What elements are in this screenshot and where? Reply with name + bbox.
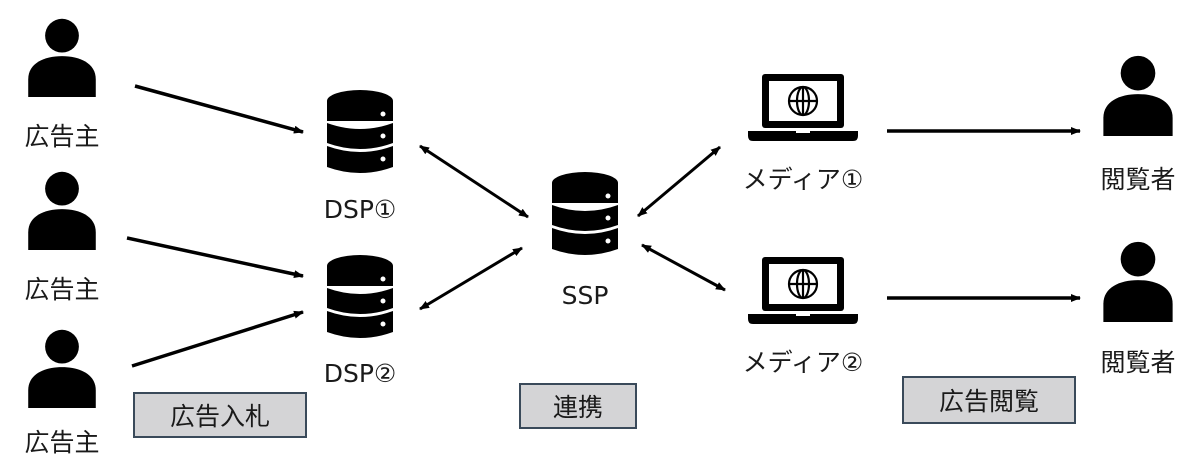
dsp-2-label: DSP② <box>323 359 397 388</box>
stage-box-viewing: 広告閲覧 <box>902 376 1076 424</box>
arrow-dsp2-ssp <box>419 246 523 311</box>
viewer-1-label: 閲覧者 <box>1100 165 1176 194</box>
stage-box-linkage-label: 連携 <box>552 393 603 422</box>
advertiser-1-label: 広告主 <box>24 122 100 151</box>
stage-box-bidding: 広告入札 <box>133 392 307 438</box>
arrow-advertiser3-to-dsp2 <box>131 310 304 368</box>
advertiser-3-label: 広告主 <box>24 428 100 457</box>
viewer-1-person-icon <box>1103 55 1173 136</box>
ssp-database-icon <box>552 172 618 255</box>
arrow-ssp-media1 <box>637 145 721 218</box>
media-2-laptop-globe-icon <box>748 257 858 325</box>
advertiser-2-person-icon <box>28 171 96 250</box>
arrow-advertiser1-to-dsp1 <box>134 84 304 134</box>
stage-box-viewing-label: 広告閲覧 <box>938 387 1039 416</box>
viewer-2-label: 閲覧者 <box>1100 348 1176 377</box>
media-1-laptop-globe-icon <box>748 74 858 142</box>
advertiser-2-label: 広告主 <box>24 275 100 304</box>
advertiser-1-person-icon <box>28 18 96 97</box>
arrow-dsp1-ssp <box>419 144 529 219</box>
dsp-2-database-icon <box>327 255 393 338</box>
arrow-advertiser2-to-dsp2 <box>126 236 304 279</box>
dsp-1-label: DSP① <box>323 195 397 224</box>
viewer-2-person-icon <box>1103 241 1173 322</box>
advertiser-3-person-icon <box>28 329 96 408</box>
media-2-label: メディア② <box>742 348 864 377</box>
arrow-ssp-media2 <box>641 243 726 292</box>
ssp-label: SSP <box>561 281 609 310</box>
dsp-1-database-icon <box>327 90 393 173</box>
stage-box-bidding-label: 広告入札 <box>169 402 270 431</box>
stage-box-linkage: 連携 <box>519 383 637 429</box>
media-1-label: メディア① <box>742 165 864 194</box>
